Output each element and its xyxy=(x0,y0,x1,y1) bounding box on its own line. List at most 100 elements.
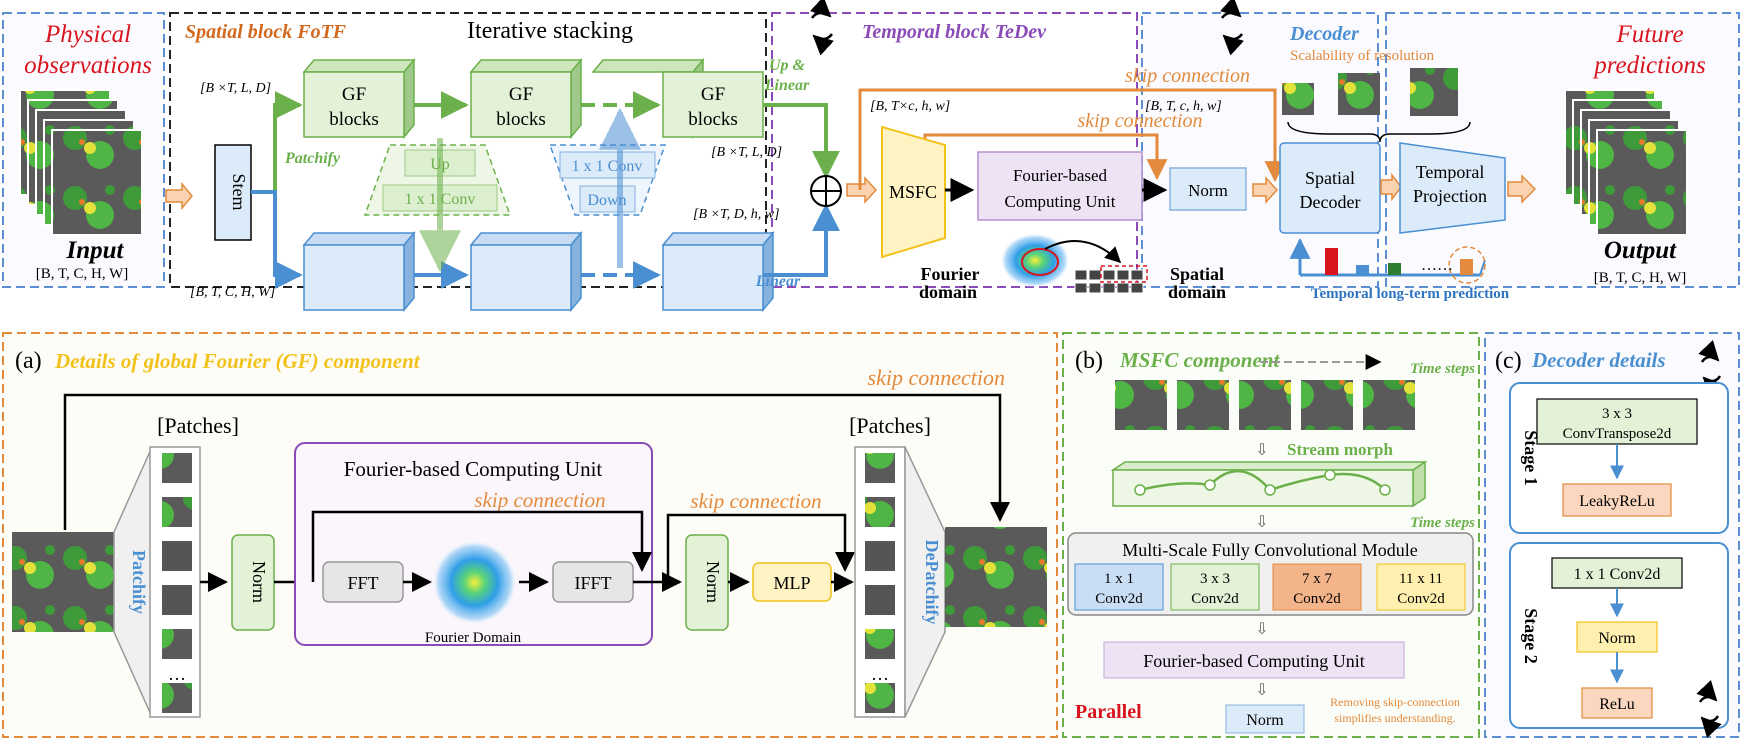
a-norm-1: Norm xyxy=(231,534,275,631)
depatchify-vertical-label: DePatchify xyxy=(922,540,942,625)
temporal-to-decoder-arrow xyxy=(1252,176,1279,204)
conv-11x11-l1: 11 x 11 xyxy=(1399,571,1443,587)
conv-1x1-l2: Conv2d xyxy=(1095,591,1143,607)
a-mlp-skip-line xyxy=(666,513,855,582)
gf-block-1: GF blocks xyxy=(302,57,416,140)
temporal-title: Temporal block TeDev xyxy=(862,21,1047,43)
conv-7x7: 7 x 7 Conv2d xyxy=(1272,563,1362,611)
dim-gf-out: [B ×T, L, D] xyxy=(711,145,782,160)
stem-split-lines xyxy=(251,91,303,289)
lt-bar-1 xyxy=(1325,248,1338,275)
conv-3x3: 3 x 3 Conv2d xyxy=(1170,563,1260,611)
fourier-domain-2: domain xyxy=(919,282,977,302)
output-title-1: Future xyxy=(1615,21,1683,48)
fourier-highlight xyxy=(1021,248,1059,276)
relu-block: ReLu xyxy=(1581,687,1653,719)
panel-a-skip-top: skip connection xyxy=(868,365,1005,390)
spatial-title: Spatial block FoTF xyxy=(185,21,347,43)
temporal-projection-block: Temporal Projection xyxy=(1399,142,1506,234)
time-steps-1: Time steps xyxy=(1410,361,1475,377)
a-norm-2: Norm xyxy=(685,534,729,631)
a-fft-label: FFT xyxy=(347,573,378,593)
lt-highlight xyxy=(1448,246,1486,284)
scalability-label: Scalability of resolution xyxy=(1290,48,1435,64)
a-fourier-domain: Fourier Domain xyxy=(425,630,522,646)
fcu-line2: Computing Unit xyxy=(1005,192,1116,211)
spatial-highlight xyxy=(1100,265,1148,283)
up-linear-2: Linear xyxy=(764,77,810,94)
input-shape: [B, T, C, H, W] xyxy=(36,266,129,282)
leaky-label: LeakyReLu xyxy=(1579,493,1655,510)
patches-left-dots: … xyxy=(168,664,186,684)
a-norm-2-label: Norm xyxy=(703,561,723,603)
add-operator-icon xyxy=(810,175,842,207)
conv-1x1: 1 x 1 Conv2d xyxy=(1074,563,1164,611)
lt-bar-3 xyxy=(1388,263,1401,275)
b-norm-block: Norm xyxy=(1225,704,1305,734)
patches-right-dots: … xyxy=(871,664,889,684)
panel-a-input-image xyxy=(12,532,114,632)
panel-a-title: Details of global Fourier (GF) component xyxy=(54,349,421,373)
b-note-2: simplifies understanding. xyxy=(1334,711,1455,725)
lt-bar-2 xyxy=(1356,265,1369,275)
gf-2-line1: GF xyxy=(509,84,533,105)
input-title-1: Physical xyxy=(44,21,131,48)
leakyrelu-block: LeakyReLu xyxy=(1562,483,1672,517)
linear-label: Linear xyxy=(755,273,801,290)
gf-3-line1: GF xyxy=(701,84,725,105)
lt-dots: …… xyxy=(1421,257,1453,274)
a-mlp-skip: skip connection xyxy=(690,489,821,513)
conv-11x11-l2: Conv2d xyxy=(1397,591,1445,607)
dim-top-label: [B ×T, L, D] xyxy=(200,81,271,96)
down-arrow-b1: ⇩ xyxy=(1255,442,1268,459)
a-mlp-block: MLP xyxy=(752,562,832,602)
msfc-block: MSFC xyxy=(881,125,946,259)
a-ifft-label: IFFT xyxy=(574,573,611,593)
b-fcu-block: Fourier-based Computing Unit xyxy=(1103,641,1405,679)
spatial-decoder-block: Spatial Decoder xyxy=(1279,142,1381,234)
lt-bar-4 xyxy=(1460,259,1473,275)
gf-3-line2: blocks xyxy=(688,109,738,130)
panel-c-title: Decoder details xyxy=(1531,348,1666,372)
temporal-norm-label: Norm xyxy=(1188,181,1228,200)
panel-b-tag: (b) xyxy=(1075,348,1103,374)
conv-down-adapter: 1 x 1 Conv Down xyxy=(548,144,667,216)
conv-3x3-l1: 3 x 3 xyxy=(1200,571,1230,587)
down-label: Down xyxy=(587,192,626,209)
a-mlp-label: MLP xyxy=(773,573,810,593)
dim-bottom-label: [B, T, C, H, W] xyxy=(190,285,275,300)
conv-3x3-l2: Conv2d xyxy=(1191,591,1239,607)
b-note-1: Removing skip-connection xyxy=(1330,695,1460,709)
patchify-vertical-label: Patchify xyxy=(129,550,149,614)
patch-column-left xyxy=(149,446,201,718)
merge-lines xyxy=(763,103,840,277)
temporal-projection-1: Temporal xyxy=(1416,162,1485,182)
b-fcu-label: Fourier-based Computing Unit xyxy=(1143,651,1365,671)
decoder-title: Decoder xyxy=(1289,23,1359,45)
stem-label: Stem xyxy=(229,173,249,210)
temporal-cycle-icon xyxy=(1219,0,1245,56)
a-norm-1-label: Norm xyxy=(249,561,269,603)
panel-b-title: MSFC component xyxy=(1119,348,1280,372)
down-arrow-b2: ⇩ xyxy=(1255,514,1268,531)
spatial-decoder-1: Spatial xyxy=(1305,168,1355,188)
patch-column-right xyxy=(854,446,906,718)
up-linear-1: Up & xyxy=(769,57,806,74)
c-conv1x1-label: 1 x 1 Conv2d xyxy=(1574,566,1661,583)
conv2-label: 1 x 1 Conv xyxy=(572,158,643,175)
panel-c-cycle-bottom xyxy=(1696,680,1722,738)
b-norm-label: Norm xyxy=(1246,712,1284,729)
stream-morph-prism xyxy=(1110,460,1428,508)
lc-block-3 xyxy=(661,230,775,313)
c-norm-label: Norm xyxy=(1598,630,1636,647)
convt-l2: ConvTranspose2d xyxy=(1563,426,1672,442)
panel-a-tag: (a) xyxy=(15,348,42,374)
stage-1-label: Stage 1 xyxy=(1521,430,1541,486)
spatial-domain-1: Spatial xyxy=(1170,264,1224,284)
input-title-2: observations xyxy=(24,52,152,79)
depatchify-funnel xyxy=(904,446,946,718)
res-thumb-medium xyxy=(1338,73,1380,115)
down-arrow-b4: ⇩ xyxy=(1255,682,1268,699)
stem-block xyxy=(214,144,252,241)
